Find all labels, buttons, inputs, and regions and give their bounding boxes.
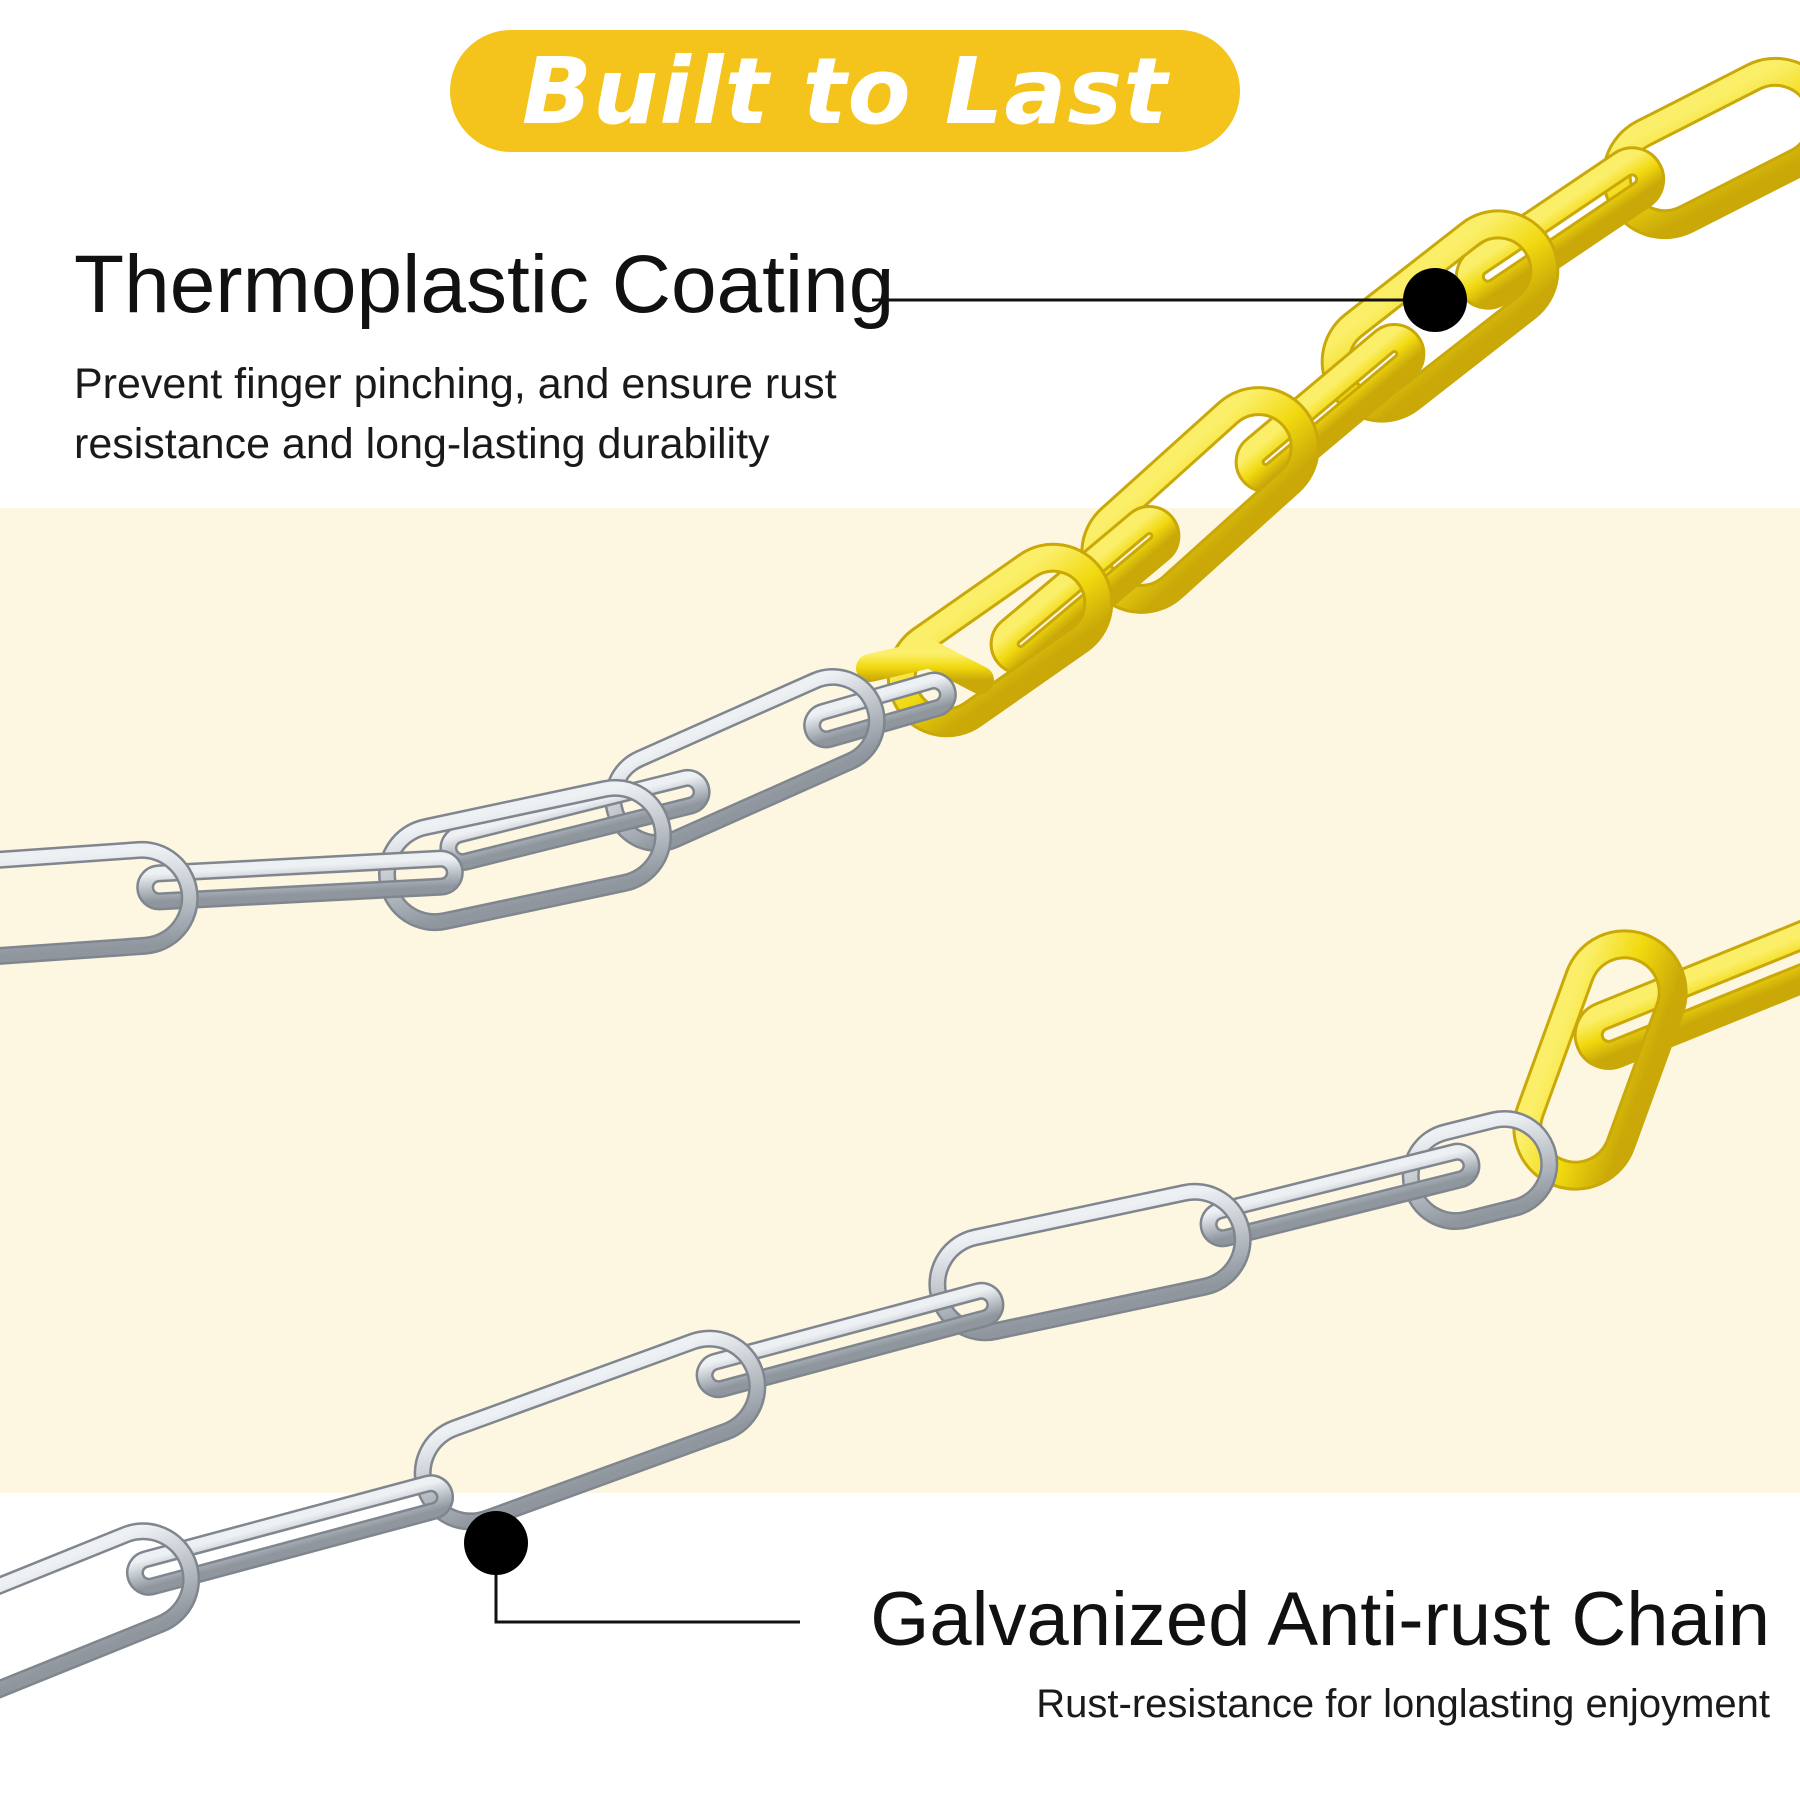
upper-chain-steel xyxy=(0,667,957,970)
lower-chain-coated xyxy=(1512,910,1800,1191)
galvanized-title: Galvanized Anti-rust Chain xyxy=(870,1577,1770,1662)
callout-line-galvanized xyxy=(494,1544,800,1624)
coating-description: Prevent finger pinching, and ensure rust… xyxy=(74,360,837,468)
built-to-last-badge: Built to Last xyxy=(450,30,1240,152)
coating-title: Thermoplastic Coating xyxy=(74,239,895,330)
callout-dot-coating xyxy=(1403,268,1467,332)
upper-chain-coated xyxy=(856,56,1800,738)
badge-text: Built to Last xyxy=(521,37,1169,145)
galvanized-description: Rust-resistance for longlasting enjoymen… xyxy=(1036,1682,1770,1726)
callout-dot-galvanized xyxy=(464,1511,528,1575)
lower-chain-steel xyxy=(0,1109,1559,1728)
